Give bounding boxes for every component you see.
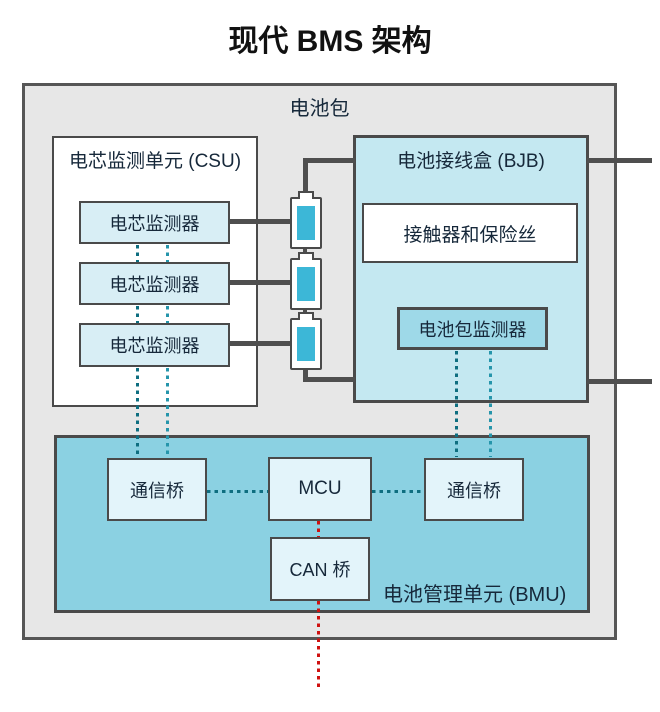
- can-bridge-box: CAN 桥: [270, 537, 370, 601]
- cell-monitor-box: 电芯监测器: [79, 323, 230, 367]
- bmu-label: 电池管理单元 (BMU): [383, 584, 567, 606]
- can-bus-output-dotted-link: [317, 601, 320, 690]
- hv-wire-positive: [303, 158, 355, 163]
- pack-monitor-dotted-link: [455, 351, 458, 457]
- contactors-fuses-label: 接触器和保险丝: [403, 224, 537, 246]
- diagram-title: 现代 BMS 架构: [228, 25, 432, 58]
- bridge-mcu-dotted-link: [207, 490, 268, 493]
- battery-terminal: [298, 312, 314, 320]
- pack-monitor-dotted-link: [489, 351, 492, 457]
- battery-terminal: [298, 252, 314, 260]
- mcu-label: MCU: [298, 478, 342, 499]
- battery-cell-icon: [290, 191, 322, 249]
- battery-cell-fill: [297, 267, 315, 301]
- comm-bridge-right-box: 通信桥: [424, 458, 524, 521]
- cell-sense-wire: [228, 280, 291, 285]
- hv-wire-negative: [303, 377, 355, 382]
- battery-cell-fill: [297, 206, 315, 240]
- csu-chain-dotted-link: [136, 245, 139, 262]
- battery-pack-label: 电池包: [289, 98, 350, 120]
- battery-cell-fill: [297, 327, 315, 361]
- battery-cell-icon: [290, 312, 322, 370]
- cell-sense-wire: [228, 219, 291, 224]
- comm-bridge-left-box: 通信桥: [107, 458, 207, 521]
- cell-monitor-label: 电芯监测器: [109, 274, 200, 295]
- cell-monitor-box: 电芯监测器: [79, 201, 230, 244]
- csu-chain-dotted-link: [166, 245, 169, 262]
- cell-monitor-label: 电芯监测器: [109, 336, 200, 356]
- cell-monitor-label: 电芯监测器: [109, 213, 200, 234]
- contactors-fuses-box: 接触器和保险丝: [362, 203, 578, 263]
- mcu-can-dotted-link: [317, 521, 320, 537]
- csu-to-bmu-dotted-link: [136, 368, 139, 457]
- comm-bridge-left-label: 通信桥: [130, 480, 184, 501]
- csu-chain-dotted-link: [166, 306, 169, 323]
- bjb-box: [353, 135, 589, 403]
- hv-wire-positive: [303, 158, 308, 191]
- csu-label: 电芯监测单元 (CSU): [68, 151, 242, 172]
- hv-wire-negative: [303, 370, 308, 382]
- can-bridge-label: CAN 桥: [289, 560, 351, 580]
- battery-terminal: [298, 191, 314, 199]
- comm-bridge-right-label: 通信桥: [447, 480, 501, 501]
- cell-monitor-box: 电芯监测器: [79, 262, 230, 305]
- mcu-bridge-dotted-link: [372, 490, 424, 493]
- hv-output-negative: [587, 379, 652, 384]
- hv-output-positive: [587, 158, 652, 163]
- cell-sense-wire: [228, 341, 291, 346]
- bjb-label: 电池接线盒 (BJB): [397, 151, 545, 172]
- battery-cell-icon: [290, 252, 322, 310]
- csu-chain-dotted-link: [136, 306, 139, 323]
- csu-to-bmu-dotted-link: [166, 368, 169, 457]
- mcu-box: MCU: [268, 457, 372, 521]
- pack-monitor-box: 电池包监测器: [397, 307, 548, 350]
- pack-monitor-label: 电池包监测器: [418, 319, 527, 340]
